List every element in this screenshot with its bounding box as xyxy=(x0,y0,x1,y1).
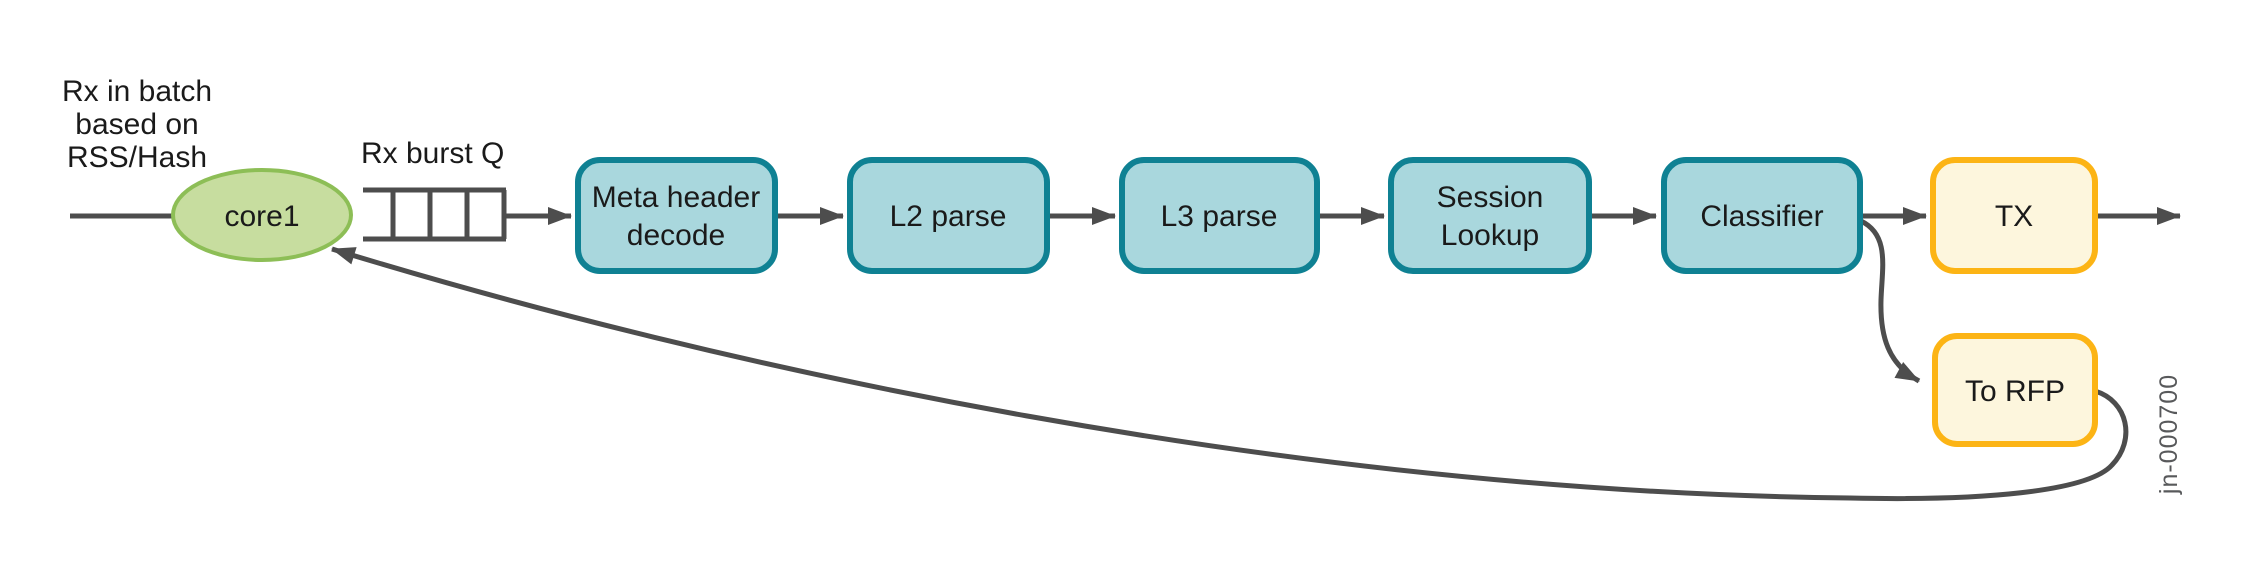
session-lookup-box xyxy=(1388,157,1592,274)
session-lookup-label-line2: Lookup xyxy=(1441,219,1539,252)
core1-label: core1 xyxy=(224,200,299,233)
session-lookup-label-line1: Session xyxy=(1437,181,1544,214)
rx-batch-annotation: Rx in batch based on RSS/Hash xyxy=(62,75,212,174)
classifier-box xyxy=(1661,157,1863,274)
tx-box xyxy=(1930,157,2098,274)
rx-burst-q-label: Rx burst Q xyxy=(361,137,504,170)
meta-header-decode-label-line2: decode xyxy=(627,219,725,252)
tx-node: TX xyxy=(1930,157,2098,274)
l3-parse-box xyxy=(1119,157,1320,274)
arrow-rfp-return-to-core1 xyxy=(331,246,2129,502)
meta-header-decode-node: Meta header decode xyxy=(575,157,778,274)
core1-ellipse xyxy=(171,168,353,262)
l2-parse-box xyxy=(847,157,1050,274)
to-rfp-node: To RFP xyxy=(1932,333,2098,447)
classifier-node: Classifier xyxy=(1661,157,1863,274)
to-rfp-box xyxy=(1932,333,2098,447)
queue-icon xyxy=(363,187,507,242)
to-rfp-label: To RFP xyxy=(1965,375,2065,408)
figure-id-label: jn-000700 xyxy=(2155,374,2183,495)
rx-batch-line1: Rx in batch xyxy=(62,75,212,108)
tx-label: TX xyxy=(1995,200,2033,233)
l3-parse-label: L3 parse xyxy=(1161,200,1278,233)
l2-parse-label: L2 parse xyxy=(890,200,1007,233)
meta-header-decode-label-line1: Meta header xyxy=(592,181,760,214)
meta-header-decode-box xyxy=(575,157,778,274)
l3-parse-node: L3 parse xyxy=(1119,157,1320,274)
l2-parse-node: L2 parse xyxy=(847,157,1050,274)
classifier-label: Classifier xyxy=(1700,200,1823,233)
rx-batch-line2: based on xyxy=(75,108,198,141)
session-lookup-node: Session Lookup xyxy=(1388,157,1592,274)
rx-batch-line3: RSS/Hash xyxy=(67,141,207,174)
core1-node: core1 xyxy=(171,168,353,262)
arrow-classifier-to-rfp xyxy=(1859,218,1921,384)
flow-arrows xyxy=(331,207,2181,502)
rx-burst-queue: Rx burst Q xyxy=(361,137,507,242)
